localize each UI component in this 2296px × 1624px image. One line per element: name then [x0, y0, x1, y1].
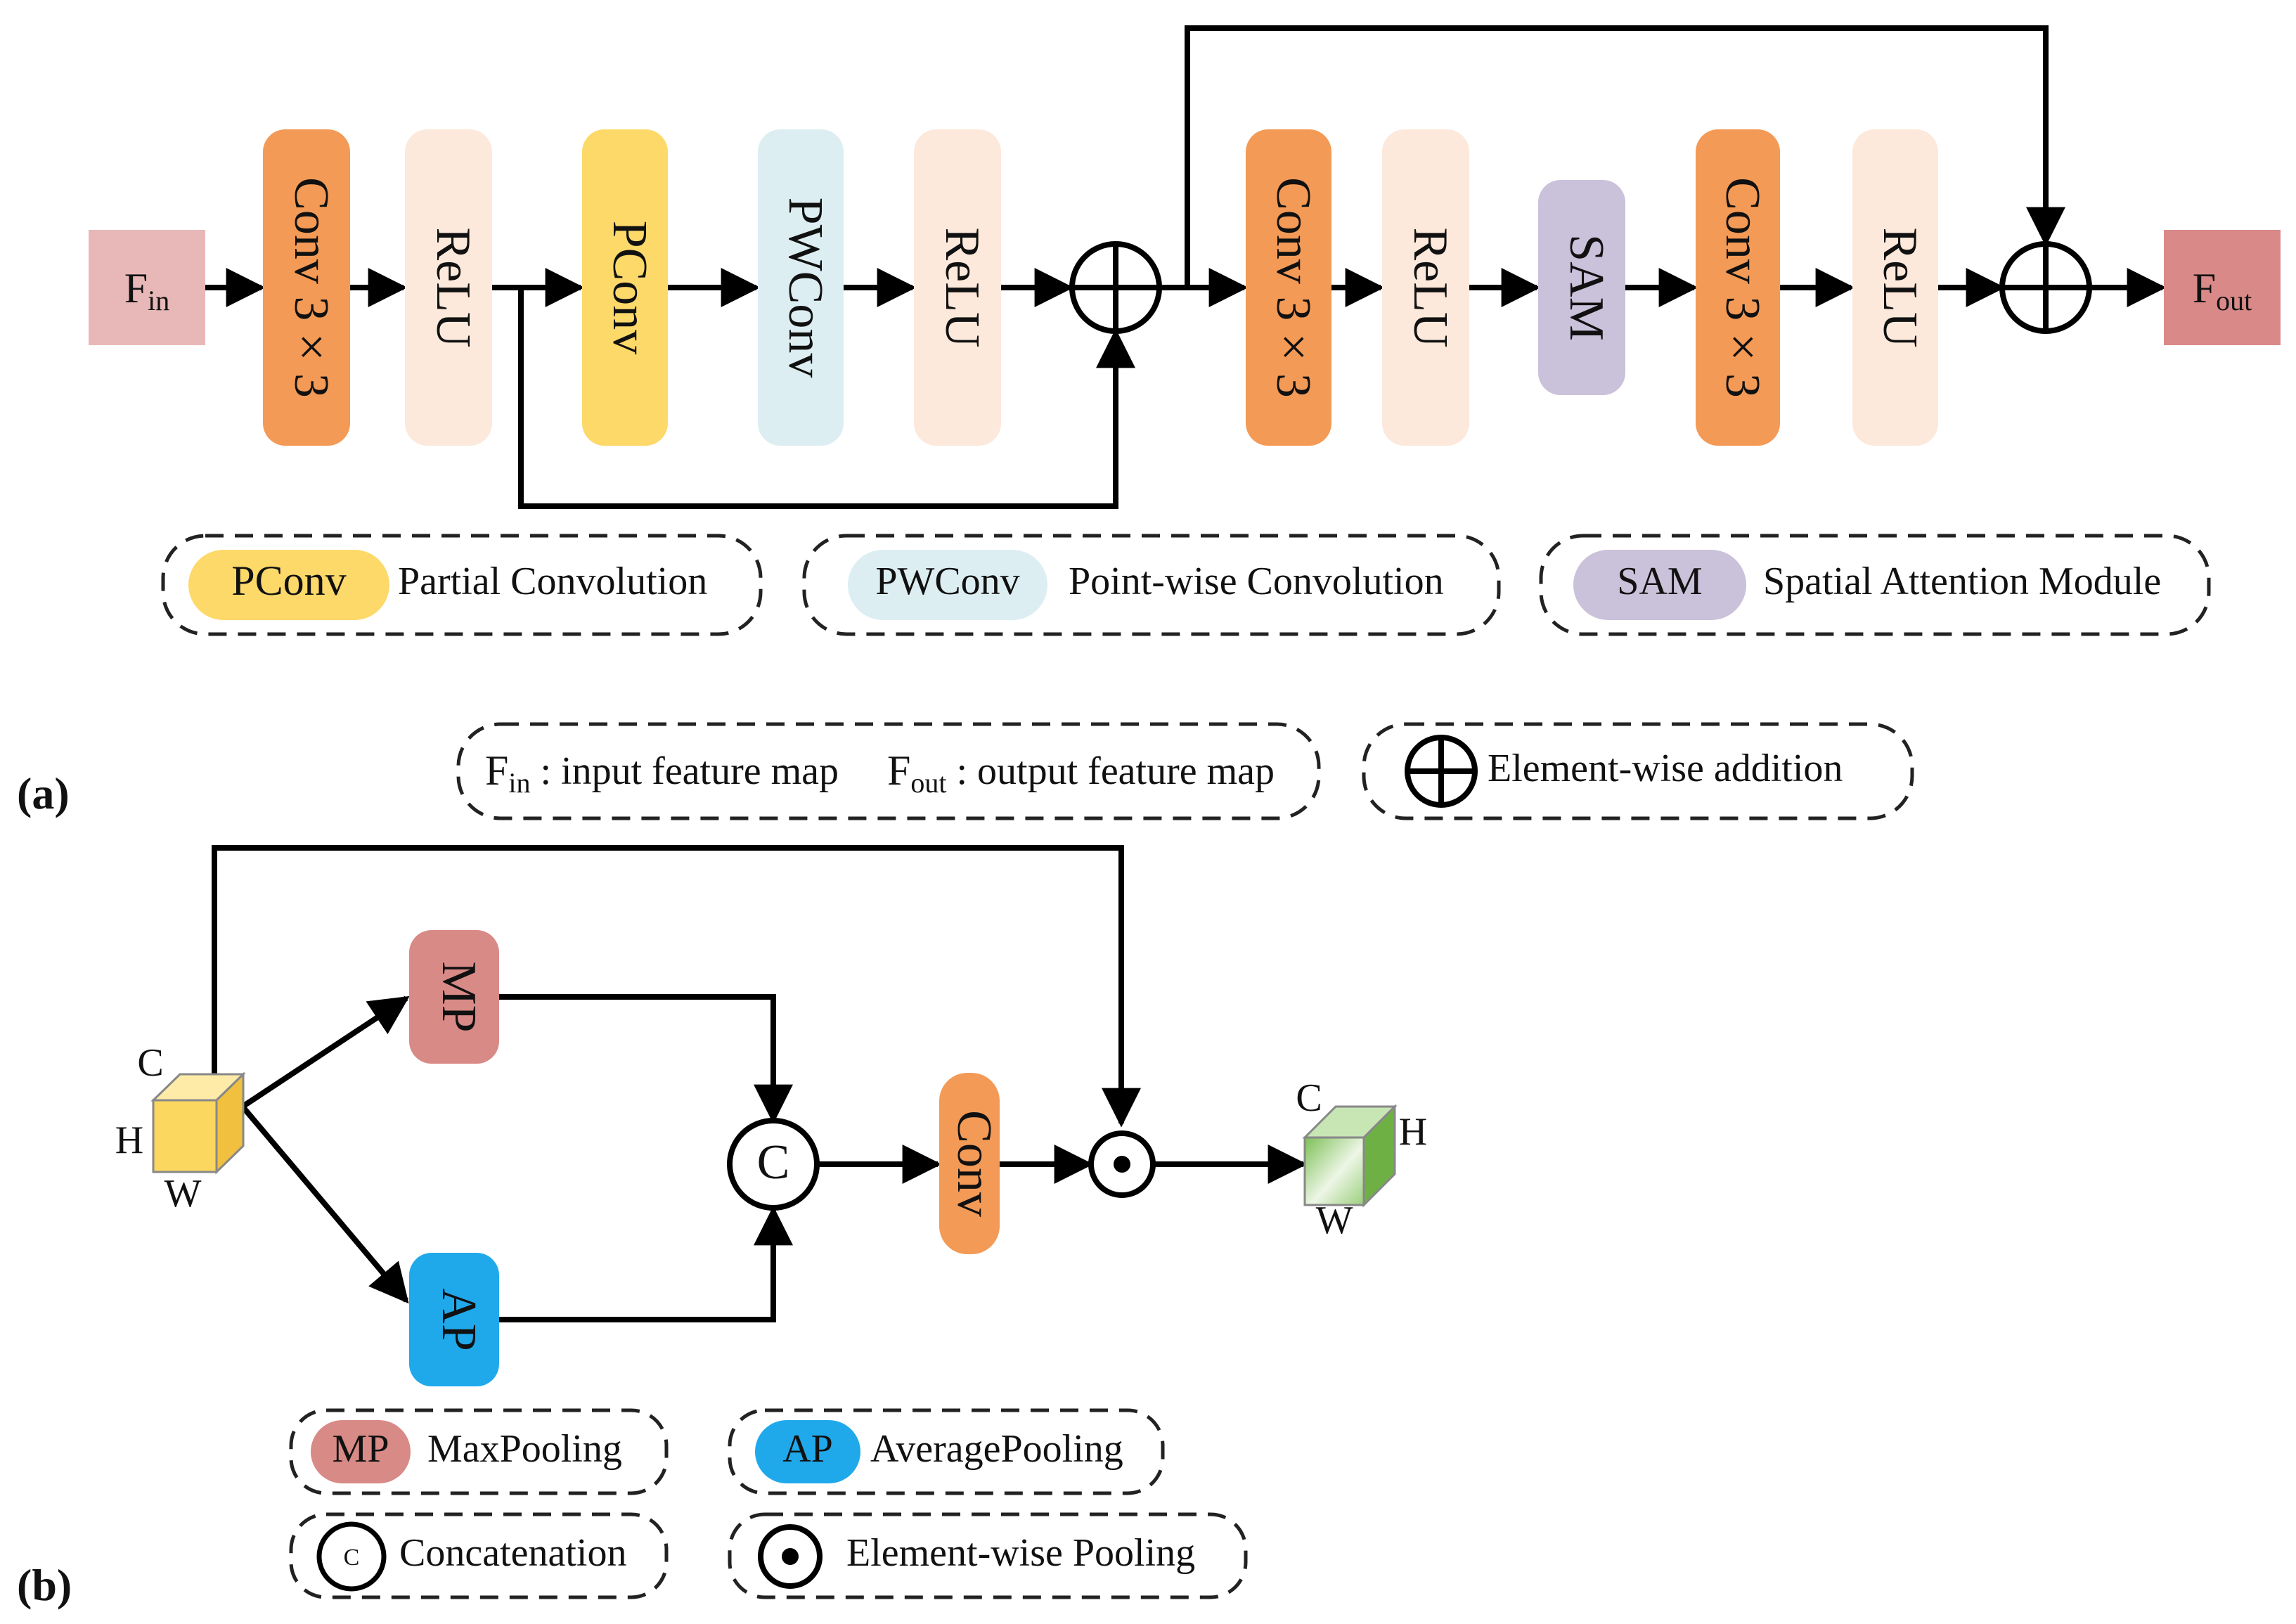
input-sub: in	[148, 285, 169, 316]
pwconv-label: PWConv	[778, 198, 832, 378]
legend-pconv-tag: PConv	[231, 558, 346, 604]
legend-fin-main: F	[485, 747, 508, 794]
legend-ap-tag: AP	[782, 1427, 833, 1471]
svg-text:Fin: Fin	[124, 265, 170, 316]
relu-4-label: ReLU	[1873, 227, 1927, 347]
panel-a: Fin Conv 3 × 3 ReLU PConv PWConv ReLU	[17, 25, 2281, 820]
legend-concat-tag: C	[344, 1545, 360, 1571]
pooling-node	[1088, 1130, 1156, 1198]
block-mp: MP	[409, 930, 499, 1064]
block-conv-2: Conv 3 × 3	[1246, 129, 1331, 446]
add-node-2	[1999, 241, 2092, 334]
panel-b-label: (b)	[17, 1560, 72, 1610]
input-cube	[150, 1071, 246, 1175]
sam-label: SAM	[1559, 234, 1613, 341]
panel-b: C H W MP AP C Conv	[17, 845, 1427, 1610]
block-conv-3: Conv 3 × 3	[1696, 129, 1780, 446]
block-relu-4: ReLU	[1852, 129, 1938, 446]
ap-label: AP	[432, 1288, 486, 1351]
block-ap: AP	[409, 1253, 499, 1386]
input-cube-w: W	[165, 1172, 202, 1216]
block-conv-1: Conv 3 × 3	[263, 129, 350, 446]
legend-concat: C Concatenation	[289, 1512, 669, 1599]
legend-feature-maps: Fin : input feature map Fout : output fe…	[456, 722, 1321, 820]
panel-b-connectors	[212, 845, 1308, 1322]
legend-pconv: PConv Partial Convolution	[161, 534, 763, 636]
legend-sam: SAM Spatial Attention Module	[1539, 534, 2211, 636]
conv-1-label: Conv 3 × 3	[284, 177, 338, 398]
input-cube-c: C	[137, 1041, 163, 1085]
output-sub: out	[2216, 285, 2252, 316]
output-cube-h: H	[1399, 1110, 1427, 1154]
svg-text:Fout: Fout	[2193, 265, 2252, 316]
relu-3-label: ReLU	[1403, 227, 1457, 347]
legend-pwconv-desc: Point-wise Convolution	[1069, 560, 1444, 603]
legend-fout-desc: : output feature map	[947, 749, 1275, 793]
output-cube	[1302, 1104, 1398, 1208]
conv-b-label: Conv	[947, 1110, 1001, 1217]
legend-pooling-desc: Element-wise Pooling	[846, 1531, 1195, 1575]
output-label: F	[2193, 265, 2216, 311]
block-relu-2: ReLU	[914, 129, 1001, 446]
relu-2-label: ReLU	[935, 227, 989, 347]
legend-ap: AP AveragePooling	[728, 1408, 1165, 1495]
legend-fin-sub: in	[508, 767, 530, 799]
legend-addition: Element-wise addition	[1362, 722, 1914, 820]
legend-addition-desc: Element-wise addition	[1488, 747, 1843, 790]
legend-fin-desc: : input feature map	[531, 749, 839, 793]
mp-label: MP	[432, 961, 486, 1032]
conv-2-label: Conv 3 × 3	[1266, 177, 1320, 398]
concat-node: C	[727, 1118, 820, 1211]
output-feature-map: Fout	[2164, 230, 2281, 345]
legend-fout-main: F	[887, 747, 910, 794]
legend-mp: MP MaxPooling	[289, 1408, 669, 1495]
legend-sam-tag: SAM	[1617, 560, 1702, 603]
legend-pconv-desc: Partial Convolution	[398, 560, 707, 603]
block-conv-b: Conv	[939, 1073, 1001, 1254]
relu-1-label: ReLU	[426, 227, 480, 347]
block-relu-3: ReLU	[1382, 129, 1469, 446]
input-label: F	[124, 265, 148, 311]
output-cube-w: W	[1316, 1199, 1353, 1242]
conv-3-label: Conv 3 × 3	[1715, 177, 1769, 398]
block-relu-1: ReLU	[405, 129, 492, 446]
legend-ap-desc: AveragePooling	[870, 1427, 1123, 1471]
panel-a-label: (a)	[17, 768, 70, 818]
input-cube-h: H	[115, 1119, 143, 1162]
block-pwconv: PWConv	[758, 129, 844, 446]
input-feature-map: Fin	[89, 230, 205, 345]
add-node-1	[1069, 241, 1162, 334]
legend-pwconv-tag: PWConv	[875, 560, 1019, 603]
legend-fout-sub: out	[910, 767, 946, 799]
block-pconv: PConv	[582, 129, 668, 446]
output-cube-c: C	[1296, 1076, 1322, 1120]
pconv-label: PConv	[602, 221, 657, 355]
legend-mp-desc: MaxPooling	[427, 1427, 622, 1471]
concat-label: C	[757, 1135, 790, 1190]
legend-pwconv: PWConv Point-wise Convolution	[802, 534, 1501, 636]
legend-pooling: Element-wise Pooling	[728, 1512, 1248, 1599]
svg-text:Fin : input feature map: Fin : input feature map	[485, 747, 839, 799]
svg-text:Fout : output feature map: Fout : output feature map	[887, 747, 1275, 799]
legend-mp-tag: MP	[333, 1427, 389, 1471]
block-sam: SAM	[1538, 180, 1625, 395]
legend-sam-desc: Spatial Attention Module	[1763, 560, 2161, 603]
legend-concat-desc: Concatenation	[399, 1531, 626, 1575]
panel-a-connectors	[205, 25, 2167, 509]
